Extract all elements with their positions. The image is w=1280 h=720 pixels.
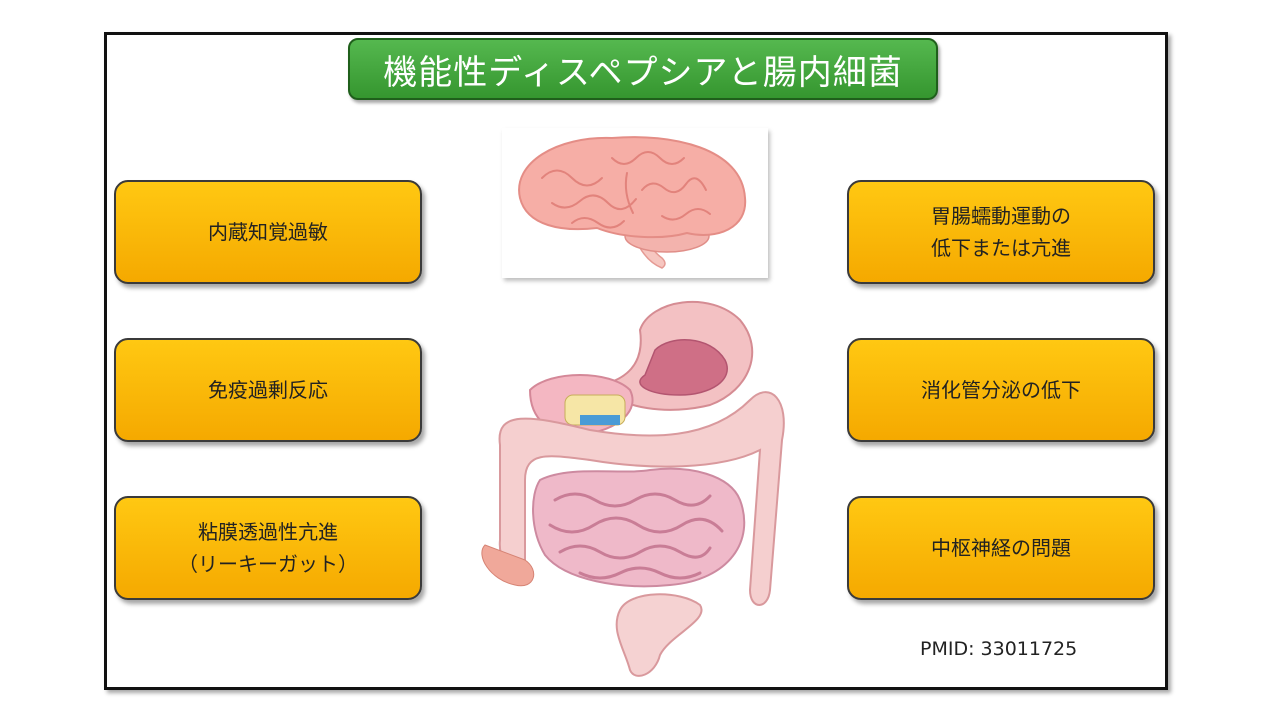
digestive-system-icon [481,300,785,677]
box-cns-problem: 中枢神経の問題 [847,496,1155,600]
box-line: （リーキーガット） [178,552,358,576]
diagram-title: 機能性ディスペプシアと腸内細菌 [348,38,938,100]
box-immune-overreaction: 免疫過剰反応 [114,338,422,442]
brain-illustration-card [502,128,768,278]
box-gi-secretion: 消化管分泌の低下 [847,338,1155,442]
box-gi-motility: 胃腸蠕動運動の 低下または亢進 [847,180,1155,284]
box-leaky-gut: 粘膜透過性亢進 （リーキーガット） [114,496,422,600]
pmid-reference: PMID: 33011725 [920,638,1078,660]
box-visceral-hypersensitivity: 内蔵知覚過敏 [114,180,422,284]
digestive-system-illustration [470,290,810,689]
box-line: 内蔵知覚過敏 [208,220,328,244]
box-line: 胃腸蠕動運動の [931,204,1071,228]
box-line: 消化管分泌の低下 [921,378,1081,402]
brain-icon [518,136,747,269]
box-line: 免疫過剰反応 [208,378,328,402]
box-line: 中枢神経の問題 [931,536,1071,560]
box-line: 粘膜透過性亢進 [198,520,338,544]
box-line: 低下または亢進 [931,236,1071,260]
